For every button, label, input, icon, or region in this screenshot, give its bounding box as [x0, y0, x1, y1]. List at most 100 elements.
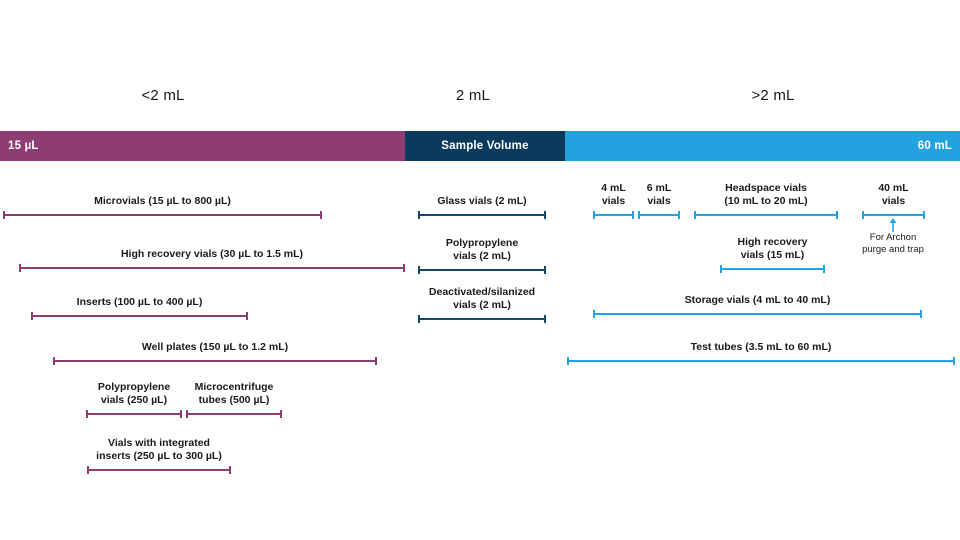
range-high-recovery-vials: High recovery vials (30 µL to 1.5 mL) — [19, 227, 405, 272]
range-label-line: vials — [647, 194, 671, 207]
range-endcap-r — [180, 410, 182, 418]
range-label-line: (10 mL to 20 mL) — [724, 194, 808, 207]
range-label-line: Test tubes (3.5 mL to 60 mL) — [690, 340, 832, 353]
range-endcap-r — [320, 211, 322, 219]
range-endcap-l — [638, 211, 640, 219]
range-storage-vials: Storage vials (4 mL to 40 mL) — [593, 273, 922, 318]
range-endcap-r — [280, 410, 282, 418]
range-endcap-r — [403, 264, 405, 272]
range-label-line: Polypropylene — [445, 237, 519, 249]
range-label-line: 40 mL — [878, 182, 909, 194]
range-label-line: vials (2 mL) — [453, 249, 511, 262]
column-header-1: <2 mL — [141, 87, 185, 104]
annotation-line: purge and trap — [862, 243, 924, 255]
range-bar-storage-vials — [593, 313, 922, 315]
range-endcap-r — [544, 266, 546, 274]
range-endcap-l — [418, 266, 420, 274]
range-bar-deactivated-silanized-vials — [418, 318, 546, 320]
range-label-high-recovery-vials: High recovery vials (30 µL to 1.5 mL) — [121, 248, 303, 261]
range-endcap-r — [246, 312, 248, 320]
range-bar-high-recovery-vials-15ml — [720, 268, 825, 270]
range-label-line: 4 mL — [601, 182, 626, 194]
range-bar-vials-with-integrated-inserts — [87, 469, 231, 471]
range-label-line: vials (250 µL) — [100, 393, 168, 406]
range-endcap-l — [31, 312, 33, 320]
spectrum-segment-mid: Sample Volume — [405, 131, 565, 161]
range-label-line: High recovery — [737, 236, 808, 248]
range-label-microvials: Microvials (15 µL to 800 µL) — [94, 195, 231, 208]
range-microvials: Microvials (15 µL to 800 µL) — [3, 174, 322, 219]
range-endcap-l — [87, 466, 89, 474]
range-label-test-tubes: Test tubes (3.5 mL to 60 mL) — [691, 341, 832, 354]
range-endcap-l — [862, 211, 864, 219]
range-endcap-l — [186, 410, 188, 418]
column-header-3: >2 mL — [751, 87, 795, 104]
range-endcap-l — [19, 264, 21, 272]
range-endcap-r — [375, 357, 377, 365]
range-well-plates: Well plates (150 µL to 1.2 mL) — [53, 320, 377, 365]
range-endcap-r — [923, 211, 925, 219]
range-endcap-l — [593, 310, 595, 318]
range-label-line: vials (15 mL) — [740, 248, 805, 261]
range-endcap-l — [53, 357, 55, 365]
range-label-line: Microcentrifuge — [194, 381, 274, 393]
range-label-line: Vials with integrated — [108, 437, 210, 449]
range-label-line: Glass vials (2 mL) — [437, 194, 527, 207]
range-bar-microvials — [3, 214, 322, 216]
range-bar-test-tubes — [567, 360, 955, 362]
range-bar-well-plates — [53, 360, 377, 362]
annotation-line: For Archon — [869, 232, 917, 243]
sample-volume-spectrum-bar: 15 µL Sample Volume 60 mL — [0, 131, 960, 161]
range-label-inserts: Inserts (100 µL to 400 µL) — [77, 296, 203, 309]
range-label-line: vials — [881, 194, 906, 207]
range-endcap-r — [823, 265, 825, 273]
range-bar-polypropylene-vials-2ml — [418, 269, 546, 271]
range-label-line: High recovery vials (30 µL to 1.5 mL) — [120, 247, 304, 260]
range-endcap-r — [920, 310, 922, 318]
range-bar-microcentrifuge-tubes — [186, 413, 282, 415]
range-bar-vials-6ml — [638, 214, 680, 216]
range-endcap-l — [593, 211, 595, 219]
range-bar-high-recovery-vials — [19, 267, 405, 269]
range-bar-headspace-vials — [694, 214, 838, 216]
spectrum-segment-large: 60 mL — [565, 131, 960, 161]
range-endcap-r — [229, 466, 231, 474]
range-bar-vials-4ml — [593, 214, 634, 216]
range-label-line: Inserts (100 µL to 400 µL) — [76, 295, 203, 308]
range-endcap-l — [86, 410, 88, 418]
range-endcap-r — [678, 211, 680, 219]
range-endcap-l — [694, 211, 696, 219]
range-endcap-l — [418, 315, 420, 323]
range-label-line: vials — [601, 194, 626, 207]
range-label-headspace-vials: Headspace vials(10 mL to 20 mL) — [724, 182, 807, 207]
range-label-line: inserts (250 µL to 300 µL) — [96, 449, 222, 462]
up-arrow-icon — [888, 218, 898, 232]
range-label-line: Microvials (15 µL to 800 µL) — [94, 194, 231, 207]
range-bar-inserts — [31, 315, 248, 317]
range-glass-vials: Glass vials (2 mL) — [418, 174, 546, 219]
range-endcap-l — [3, 211, 5, 219]
scale-min-label: 15 µL — [8, 140, 39, 152]
range-label-glass-vials: Glass vials (2 mL) — [437, 195, 526, 208]
range-label-line: Well plates (150 µL to 1.2 mL) — [141, 340, 289, 353]
range-endcap-l — [567, 357, 569, 365]
range-label-line: Storage vials (4 mL to 40 mL) — [684, 293, 831, 306]
range-label-line: Headspace vials — [725, 182, 807, 194]
